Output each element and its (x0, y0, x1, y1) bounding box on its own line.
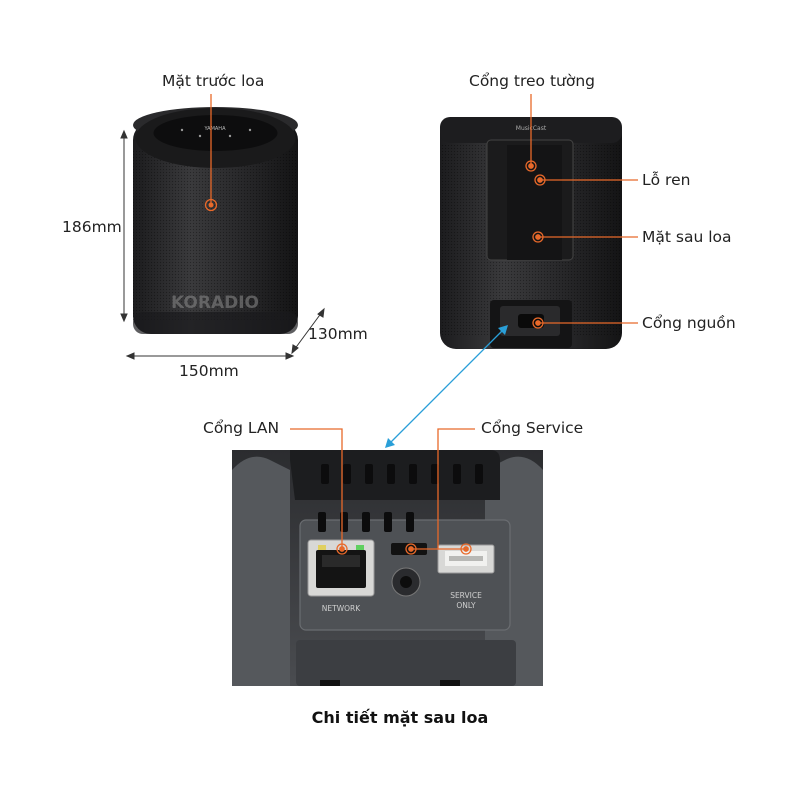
lan-port-label: Cổng LAN (203, 419, 280, 437)
width-dimension-label: 150mm (179, 362, 239, 380)
thread-hole-label: Lỗ ren (642, 171, 691, 189)
zoomed-back-panel: NETWORK SERVICE ONLY (232, 450, 543, 686)
back-face-label: Mặt sau loa (642, 228, 732, 246)
height-dimension-label: 186mm (62, 218, 122, 236)
service-port-text-1: SERVICE (450, 591, 482, 600)
watermark-text: KORADIO (171, 293, 259, 313)
dimension-lines (120, 129, 325, 360)
zoom-callouts (290, 428, 475, 555)
front-speaker: YAMAHA KORADIO (133, 107, 298, 334)
network-port-text: NETWORK (322, 604, 361, 613)
back-callouts (525, 94, 638, 329)
service-port-label: Cổng Service (481, 419, 584, 437)
front-brand-text: YAMAHA (203, 126, 226, 132)
zoom-arrow (385, 325, 508, 448)
depth-dimension-label: 130mm (308, 325, 368, 343)
front-callout (204, 94, 218, 212)
front-face-label: Mặt trước loa (162, 72, 265, 90)
back-speaker: MusicCast (440, 117, 622, 349)
power-port-label: Cổng nguồn (642, 314, 736, 332)
service-port-text-2: ONLY (456, 601, 476, 610)
caption: Chi tiết mặt sau loa (311, 708, 489, 727)
wall-mount-label: Cổng treo tường (469, 72, 595, 90)
